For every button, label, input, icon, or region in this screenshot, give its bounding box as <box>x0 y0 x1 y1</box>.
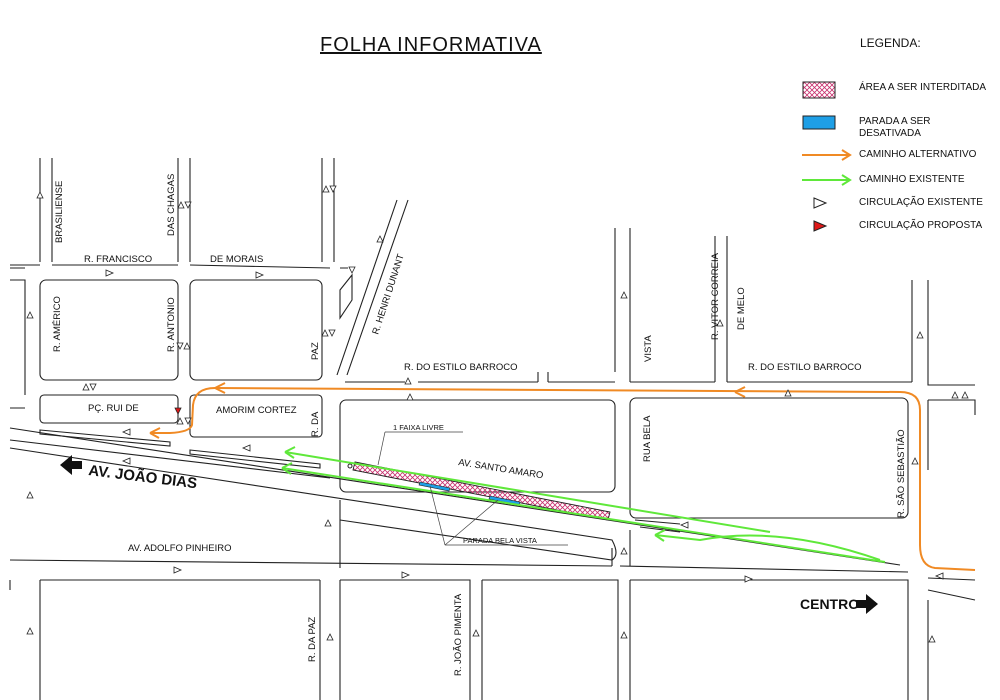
block <box>614 228 728 382</box>
block <box>927 577 976 581</box>
block <box>629 579 909 700</box>
legend-label: CIRCULAÇÃO PROPOSTA <box>859 220 983 231</box>
city-blocks <box>9 158 976 700</box>
street-label: R. SÃO SEBASTIÃO <box>896 429 907 518</box>
white-triangle-icon <box>813 197 828 209</box>
red-triangle-icon <box>813 220 828 232</box>
street-label: AV. SANTO AMARO <box>458 457 545 481</box>
street-label: AMORIM CORTEZ <box>216 405 297 416</box>
legend-item-circulation: CIRCULAÇÃO EXISTENTE <box>802 195 1000 221</box>
block <box>339 273 353 320</box>
street-label: R. AMÉRICO <box>52 296 63 352</box>
legend-item-proposed: CIRCULAÇÃO PROPOSTA <box>802 218 1000 244</box>
legend-item-stop: PARADA A SER DESATIVADA <box>802 114 1000 140</box>
block <box>537 372 549 382</box>
block <box>339 579 471 700</box>
block <box>336 199 409 376</box>
annotation-label: PARADA BELA VISTA <box>463 536 537 545</box>
legend-label: ÁREA A SER INTERDITADA <box>859 82 987 93</box>
bus-stop <box>418 481 451 492</box>
street-label: R. HENRI DUNANT <box>370 253 406 336</box>
block <box>189 394 323 438</box>
street-label: R. DA <box>310 411 321 437</box>
legend-title: LEGENDA: <box>860 36 921 50</box>
legend-label: CIRCULAÇÃO EXISTENTE <box>859 197 983 208</box>
block <box>927 399 976 470</box>
legend-label: PARADA A SER DESATIVADA <box>859 116 931 139</box>
block <box>481 579 619 700</box>
block <box>10 267 26 409</box>
street-label: PAZ <box>310 342 321 360</box>
legend-item-closed-area: ÁREA A SER INTERDITADA <box>802 80 1000 106</box>
street-labels: BRASILIENSE DAS CHAGAS R. FRANCISCO DE M… <box>52 174 907 676</box>
right-arrow-icon <box>856 594 878 614</box>
block <box>9 579 321 700</box>
legend-label: CAMINHO EXISTENTE <box>859 174 965 185</box>
block <box>10 264 348 269</box>
hatched-area-icon <box>802 81 836 99</box>
street-label: PÇ. RUI DE <box>88 403 139 414</box>
block <box>339 500 613 568</box>
circulation-markers <box>26 185 969 643</box>
page-title: FOLHA INFORMATIVA <box>320 34 542 56</box>
legend-item-alternative: CAMINHO ALTERNATIVO <box>802 147 1000 173</box>
legend-label: CAMINHO ALTERNATIVO <box>859 149 977 160</box>
block <box>39 279 179 381</box>
street-label: AV. JOÃO DIAS <box>88 461 199 492</box>
street-label: R. FRANCISCO <box>84 254 152 265</box>
legend-item-existing: CAMINHO EXISTENTE <box>802 172 1000 198</box>
block <box>911 280 975 386</box>
closed-area <box>347 461 611 521</box>
block <box>927 589 976 700</box>
block <box>339 399 616 493</box>
street-label: DAS CHAGAS <box>166 174 177 236</box>
avenue-edge <box>39 429 321 469</box>
street-label: VISTA <box>643 335 654 362</box>
avenue-edge <box>634 519 681 533</box>
left-arrow-icon <box>60 455 82 475</box>
orange-arrow-icon <box>802 149 852 161</box>
street-label: DE MORAIS <box>210 254 263 265</box>
blue-stop-icon <box>802 115 836 130</box>
block <box>39 158 191 262</box>
existing-routes <box>281 446 886 563</box>
street-label: RUA BELA <box>642 415 653 462</box>
street-label: R. DO ESTILO BARROCO <box>404 362 518 373</box>
street-label: R. DA PAZ <box>307 617 318 662</box>
block <box>9 559 613 567</box>
street-label: R. VITOR CORREIA <box>710 252 721 340</box>
block <box>619 565 909 573</box>
street-label: AV. ADOLFO PINHEIRO <box>128 543 231 554</box>
street-label: R. ANTONIO <box>166 297 177 352</box>
street-label: R. DO ESTILO BARROCO <box>748 362 862 373</box>
annotation-lines <box>377 431 568 546</box>
green-arrow-icon <box>802 174 852 186</box>
street-label: BRASILIENSE <box>54 181 65 243</box>
alternative-routes <box>149 382 976 571</box>
street-label: CENTRO <box>800 596 859 612</box>
block <box>189 279 323 381</box>
proposed-circulation-marker <box>174 407 182 415</box>
block <box>321 158 335 262</box>
street-label: R. JOÃO PIMENTA <box>453 593 464 676</box>
street-label: DE MELO <box>736 287 747 330</box>
annotation-label: 1 FAIXA LIVRE <box>393 423 444 432</box>
block <box>629 397 909 519</box>
